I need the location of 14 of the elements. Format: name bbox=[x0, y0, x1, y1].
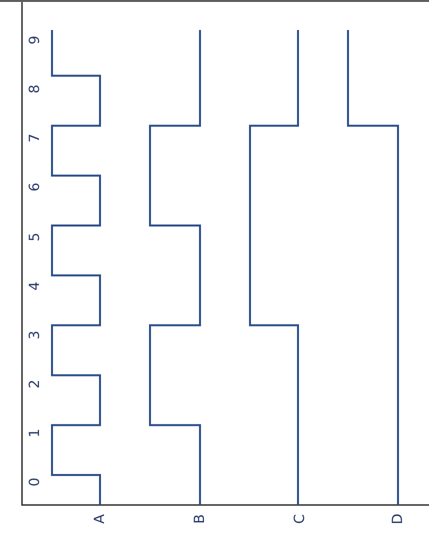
time-tick-label: 5 bbox=[28, 232, 42, 241]
time-tick-label: 0 bbox=[28, 478, 42, 486]
time-tick-label: 8 bbox=[28, 84, 42, 94]
time-tick-label: 2 bbox=[28, 379, 42, 388]
time-tick-label: 7 bbox=[28, 134, 42, 143]
signal-name: A bbox=[93, 514, 107, 524]
time-tick-label: 9 bbox=[28, 36, 42, 45]
signal-name: D bbox=[391, 514, 405, 524]
time-tick-label: 1 bbox=[28, 428, 42, 438]
signal-name: B bbox=[193, 514, 207, 524]
time-tick-label: 3 bbox=[28, 330, 42, 340]
time-tick-label: 4 bbox=[28, 281, 42, 290]
time-tick-label: 6 bbox=[28, 182, 42, 192]
signal-name: C bbox=[293, 514, 307, 524]
